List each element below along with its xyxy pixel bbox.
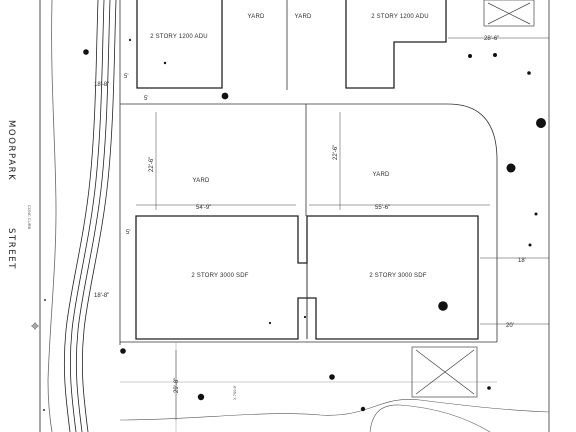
tree-icon: [329, 374, 335, 380]
dimension-label: 22'-6": [333, 145, 339, 160]
tree-icon: [83, 49, 89, 55]
yard-label: YARD: [192, 178, 209, 184]
tree-icon: [438, 301, 448, 311]
dimension-label: 5': [144, 96, 148, 102]
dimension-label: 18'-8": [94, 82, 109, 88]
contour-line: [81, 0, 117, 432]
yard-label: YARD: [372, 172, 389, 178]
tree-icon: [303, 315, 307, 319]
tree-icon: [527, 71, 531, 75]
parking-hatch: [411, 0, 535, 398]
tree-icon: [487, 386, 491, 390]
elevation-label: X 700.8': [232, 385, 237, 400]
house-buildings: [135, 215, 479, 340]
adu-right-label: 2 STORY 1200 ADU: [371, 14, 429, 20]
dimension-label: 55'-6": [375, 205, 390, 211]
dimension-label: 20': [506, 323, 514, 329]
dimension-label: 5': [124, 74, 128, 80]
dimension-label: 29'-8": [174, 378, 180, 393]
dimension-label: 18'-8": [94, 293, 109, 299]
adu-left-footprint: [136, 0, 223, 89]
dimension-label: 5': [126, 230, 130, 236]
adu-buildings: [136, 0, 447, 89]
tree-icon: [536, 118, 546, 128]
tree-icon: [120, 348, 126, 354]
tree-markers: [83, 49, 546, 412]
street-name-secondary: STREET: [6, 228, 16, 270]
yard-label: YARD: [294, 14, 311, 20]
contour-line: [369, 404, 491, 432]
curb-note: CONC CURB: [27, 205, 32, 230]
dimension-lines: [136, 37, 549, 420]
house-right-label: 2 STORY 3000 SDF: [369, 273, 426, 279]
curb-line: [47, 0, 57, 432]
dimension-label: 18': [518, 258, 526, 264]
survey-marks: [31, 38, 132, 411]
house-left-label: 2 STORY 3000 SDF: [191, 273, 248, 279]
adu-right-footprint: [345, 0, 447, 89]
parking-space: [483, 0, 535, 27]
contour-line: [119, 398, 550, 421]
dimension-label: 22'-6": [149, 157, 155, 172]
street-name-primary: MOORPARK: [6, 120, 16, 181]
dimension-label: 54'-9": [196, 205, 211, 211]
tree-icon: [163, 61, 167, 65]
contour-line: [75, 0, 111, 432]
setback-corner-curve: [447, 103, 498, 342]
point-marker: [128, 38, 132, 42]
tree-icon: [221, 92, 229, 100]
adu-left-label: 2 STORY 1200 ADU: [150, 34, 208, 40]
tree-icon: [197, 393, 205, 401]
contour-line: [63, 0, 99, 432]
yard-label: YARD: [247, 14, 264, 20]
street-contour-lines: [39, 0, 117, 432]
point-marker: [43, 409, 45, 411]
tree-icon: [493, 53, 497, 57]
tree-icon: [528, 243, 532, 247]
tree-icon: [360, 406, 366, 412]
tree-icon: [506, 163, 516, 173]
tree-icon: [268, 321, 272, 325]
tree-icon: [534, 212, 538, 216]
parking-space: [411, 346, 478, 398]
tree-icon: [468, 54, 472, 58]
dimension-label: 28'-6": [484, 36, 499, 42]
point-marker: [44, 299, 46, 301]
contour-line: [69, 0, 105, 432]
